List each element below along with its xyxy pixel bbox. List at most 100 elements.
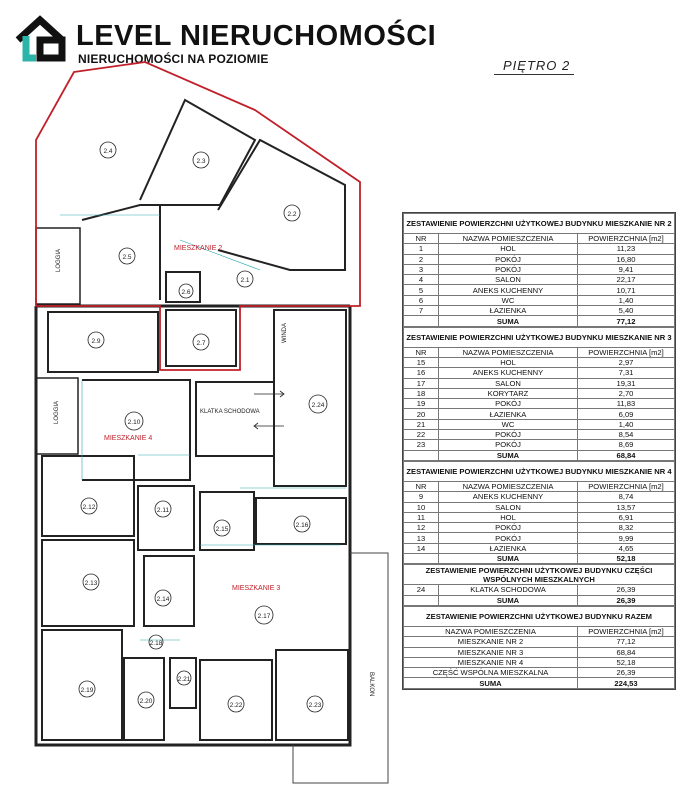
svg-text:2.9: 2.9 — [91, 338, 100, 345]
room-marker: 2.12 — [80, 497, 98, 515]
balcony — [292, 552, 389, 784]
room-marker: 2.15 — [213, 519, 231, 537]
apartment-label-3: MIESZKANIE 3 — [232, 585, 280, 592]
room-marker: 2.18 — [148, 634, 164, 650]
staircase-label: KLATKA SCHODOWA — [200, 409, 260, 415]
brand-tagline: NIERUCHOMOŚCI NA POZIOMIE — [78, 52, 269, 66]
room-marker: 2.24 — [308, 394, 328, 414]
room-marker: 2.5 — [118, 247, 136, 265]
svg-text:2.19: 2.19 — [81, 687, 94, 694]
room-marker: 2.9 — [87, 331, 105, 349]
room-marker: 2.20 — [137, 691, 155, 709]
svg-text:2.20: 2.20 — [140, 698, 153, 705]
table-title: ZESTAWIENIE POWIERZCHNI UŻYTKOWEJ BUDYNK… — [403, 460, 675, 482]
table-title: ZESTAWIENIE POWIERZCHNI UŻYTKOWEJ BUDYNK… — [403, 326, 675, 348]
staircase-arrows — [253, 390, 285, 430]
room-marker: 2.21 — [176, 670, 192, 686]
floor-label: PIĘTRO 2 — [503, 58, 571, 73]
apartment-label-4: MIESZKANIE 4 — [104, 435, 152, 442]
apartment-2-outline — [35, 61, 361, 371]
room-marker: 2.2 — [283, 204, 301, 222]
svg-text:2.1: 2.1 — [240, 277, 249, 284]
room-marker: 2.6 — [178, 283, 194, 299]
floor-label-underline — [494, 74, 574, 75]
balcony-label: BALKON — [368, 672, 374, 696]
room-marker: 2.3 — [192, 151, 210, 169]
svg-text:2.7: 2.7 — [196, 340, 205, 347]
area-summary-tables: ZESTAWIENIE POWIERZCHNI UŻYTKOWEJ BUDYNK… — [402, 212, 676, 690]
brand-name: LEVEL NIERUCHOMOŚCI — [76, 20, 437, 52]
svg-text:2.10: 2.10 — [128, 419, 141, 426]
room-marker: 2.4 — [99, 141, 117, 159]
room-marker: 2.1 — [236, 270, 254, 288]
loggia-lower-label: LOGGIA — [54, 401, 60, 424]
svg-text:2.12: 2.12 — [83, 504, 96, 511]
room-marker: 2.13 — [82, 573, 100, 591]
loggia-lower — [35, 377, 79, 455]
room-marker: 2.16 — [293, 515, 311, 533]
svg-text:2.21: 2.21 — [178, 676, 191, 683]
loggia-upper-label: LOGGIA — [56, 249, 62, 272]
dimension-lines — [60, 214, 346, 641]
table-apartment-2: ZESTAWIENIE POWIERZCHNI UŻYTKOWEJ BUDYNK… — [403, 213, 675, 327]
table-title: ZESTAWIENIE POWIERZCHNI UŻYTKOWEJ BUDYNK… — [403, 213, 675, 234]
table-title: ZESTAWIENIE POWIERZCHNI UŻYTKOWEJ BUDYNK… — [403, 605, 675, 627]
room-marker: 2.23 — [306, 695, 324, 713]
room-marker: 2.19 — [78, 680, 96, 698]
svg-text:2.3: 2.3 — [196, 158, 205, 165]
table-total: ZESTAWIENIE POWIERZCHNI UŻYTKOWEJ BUDYNK… — [403, 605, 675, 689]
svg-text:2.22: 2.22 — [230, 702, 243, 709]
svg-text:2.17: 2.17 — [258, 613, 271, 620]
table-apartment-4: ZESTAWIENIE POWIERZCHNI UŻYTKOWEJ BUDYNK… — [403, 460, 675, 565]
table-title: ZESTAWIENIE POWIERZCHNI UŻYTKOWEJ BUDYNK… — [403, 564, 675, 586]
apartment-label-2: MIESZKANIE 2 — [174, 245, 222, 252]
room-marker: 2.7 — [192, 333, 210, 351]
interior-walls — [41, 98, 349, 741]
svg-text:2.6: 2.6 — [181, 289, 190, 296]
svg-text:2.18: 2.18 — [150, 640, 163, 647]
svg-text:2.13: 2.13 — [85, 580, 98, 587]
svg-text:2.4: 2.4 — [103, 148, 112, 155]
room-marker: 2.14 — [154, 589, 172, 607]
room-markers: 2.4 2.3 2.2 2.5 2.1 2.6 2.7 2.9 2.10 2.2… — [78, 141, 328, 713]
table-apartment-3: ZESTAWIENIE POWIERZCHNI UŻYTKOWEJ BUDYNK… — [403, 326, 675, 461]
svg-text:2.2: 2.2 — [287, 211, 296, 218]
svg-text:2.14: 2.14 — [157, 596, 170, 603]
svg-text:2.16: 2.16 — [296, 522, 309, 529]
house-logo-icon — [15, 15, 66, 62]
svg-text:2.5: 2.5 — [122, 254, 131, 261]
room-marker: 2.10 — [124, 411, 144, 431]
